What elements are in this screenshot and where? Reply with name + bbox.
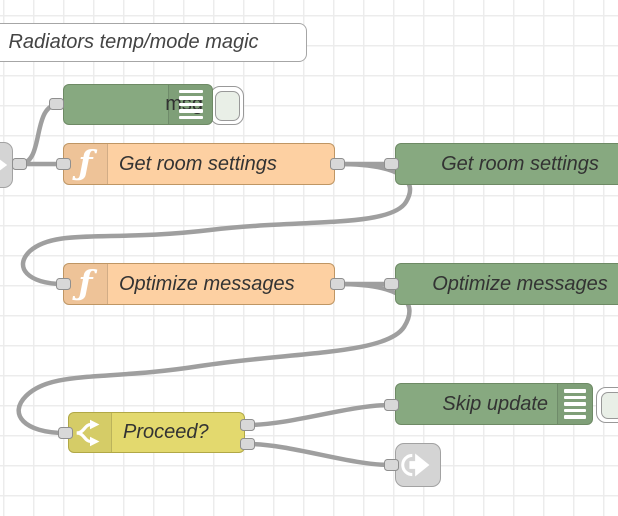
function-icon: ƒ	[64, 144, 108, 184]
switch-icon	[69, 413, 112, 452]
port-input[interactable]	[57, 427, 73, 439]
port-output[interactable]	[12, 158, 27, 170]
node-label: Optimize messages	[432, 272, 608, 295]
wire[interactable]	[16, 101, 63, 167]
debug-toggle-button[interactable]	[210, 86, 244, 125]
port-input[interactable]	[55, 158, 71, 170]
port-input[interactable]	[55, 278, 71, 290]
port-input[interactable]	[383, 459, 399, 471]
link-out-node-get-room-settings[interactable]: Get room settings	[395, 143, 618, 185]
port-output[interactable]	[239, 419, 255, 431]
port-input[interactable]	[383, 278, 399, 290]
link-in-icon	[0, 159, 8, 171]
comment-node[interactable]: Radiators temp/mode magic	[0, 23, 307, 62]
node-label: Get room settings	[119, 152, 277, 175]
node-label: Optimize messages	[119, 272, 295, 295]
wire[interactable]	[20, 161, 413, 287]
port-output[interactable]	[329, 158, 345, 170]
debug-list-icon	[557, 384, 592, 424]
debug-list-icon	[168, 85, 212, 124]
port-output[interactable]	[329, 278, 345, 290]
port-input[interactable]	[383, 399, 399, 411]
function-node-optimize-messages[interactable]: ƒ Optimize messages	[63, 263, 335, 305]
function-node-get-room-settings[interactable]: ƒ Get room settings	[63, 143, 335, 185]
debug-toggle-button[interactable]	[596, 387, 618, 423]
wire[interactable]	[244, 441, 394, 468]
port-input[interactable]	[383, 158, 399, 170]
wire[interactable]	[16, 281, 412, 436]
port-input[interactable]	[49, 98, 64, 110]
comment-label: Radiators temp/mode magic	[8, 31, 259, 53]
link-out-node-small[interactable]	[395, 443, 441, 487]
debug-node-skip-update[interactable]: Skip update	[395, 383, 593, 425]
port-output[interactable]	[239, 438, 255, 450]
function-icon: ƒ	[64, 264, 108, 304]
link-out-icon	[401, 453, 430, 477]
node-label: Get room settings	[441, 152, 599, 175]
switch-node-proceed[interactable]: Proceed?	[68, 412, 245, 453]
node-label: Skip update	[442, 392, 548, 415]
link-out-node-optimize-messages[interactable]: Optimize messages	[395, 263, 618, 305]
wire[interactable]	[244, 402, 394, 428]
debug-node-msg[interactable]: msg	[63, 84, 213, 125]
node-label: Proceed?	[123, 421, 209, 443]
